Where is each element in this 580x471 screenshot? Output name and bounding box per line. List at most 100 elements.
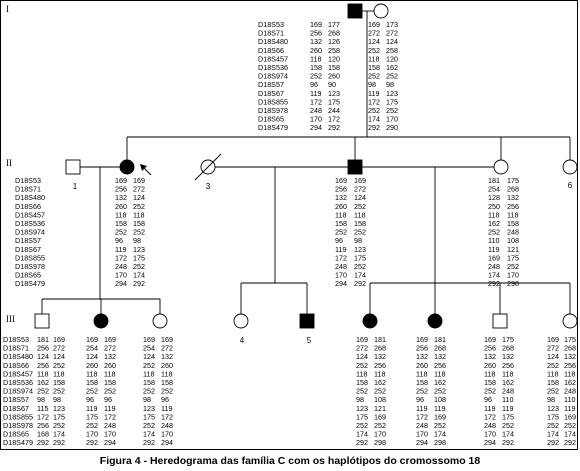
allele-value: 118 <box>368 54 379 63</box>
allele-value: 120 <box>328 54 340 63</box>
allele-value: 119 <box>416 404 427 413</box>
allele-value: 132 <box>161 352 173 361</box>
allele-value: 294 <box>115 279 127 288</box>
allele-value: 170 <box>104 430 116 439</box>
allele-value: 169 <box>368 20 380 29</box>
allele-value: 132 <box>310 37 322 46</box>
allele-value: 158 <box>368 63 380 72</box>
allele-value: 172 <box>161 412 173 421</box>
allele-value: 174 <box>354 271 366 280</box>
marker-label: D18S53 <box>258 20 284 29</box>
allele-value: 172 <box>416 412 428 421</box>
allele-value: 123 <box>328 89 340 98</box>
allele-value: 158 <box>133 219 145 228</box>
allele-value: 181 <box>374 335 386 344</box>
allele-value: 256 <box>37 361 49 370</box>
allele-value: 169 <box>374 412 386 421</box>
allele-value: 124 <box>143 352 155 361</box>
marker-label: D18S66 <box>15 202 41 211</box>
allele-value: 175 <box>143 412 155 421</box>
allele-value: 98 <box>386 80 394 89</box>
marker-label: D18S71 <box>3 344 29 353</box>
allele-value: 252 <box>115 228 127 237</box>
marker-label: D18S479 <box>258 123 288 132</box>
allele-value: 292 <box>53 438 65 447</box>
allele-value: 169 <box>104 335 116 344</box>
allele-value: 268 <box>502 344 514 353</box>
allele-value: 98 <box>368 80 376 89</box>
allele-value: 256 <box>37 344 49 353</box>
allele-value: 124 <box>386 37 398 46</box>
allele-value: 248 <box>115 262 127 271</box>
allele-value: 124 <box>368 37 380 46</box>
allele-value: 256 <box>507 202 519 211</box>
allele-value: 256 <box>310 29 322 38</box>
allele-value: 252 <box>335 228 347 237</box>
marker-label: D18S978 <box>258 106 288 115</box>
allele-value: 119 <box>434 404 445 413</box>
affected-male-symbol <box>347 3 363 19</box>
allele-value: 260 <box>335 202 347 211</box>
allele-value: 110 <box>502 395 513 404</box>
allele-value: 170 <box>335 271 347 280</box>
allele-value: 158 <box>328 63 340 72</box>
allele-value: 162 <box>502 378 514 387</box>
allele-value: 123 <box>356 404 368 413</box>
marker-label: D18S57 <box>15 236 41 245</box>
allele-value: 294 <box>104 438 116 447</box>
allele-value: 250 <box>488 202 500 211</box>
figure-caption: Figura 4 - Heredograma das família C com… <box>99 455 481 467</box>
allele-value: 248 <box>335 262 347 271</box>
marker-label: D18S974 <box>258 72 288 81</box>
allele-value: 252 <box>484 387 496 396</box>
allele-value: 162 <box>374 378 386 387</box>
allele-value: 292 <box>368 123 380 132</box>
allele-value: 169 <box>416 335 428 344</box>
unaffected-male-symbol <box>492 313 508 329</box>
allele-value: 268 <box>564 344 576 353</box>
allele-value: 175 <box>502 335 514 344</box>
unaffected-female-symbol <box>152 313 168 329</box>
marker-label: D18S536 <box>15 219 45 228</box>
allele-value: 174 <box>547 430 559 439</box>
allele-value: 248 <box>507 228 519 237</box>
allele-value: 158 <box>507 219 519 228</box>
marker-label: D18S457 <box>3 369 33 378</box>
allele-value: 292 <box>354 279 366 288</box>
allele-value: 118 <box>374 369 385 378</box>
allele-value: 124 <box>547 352 559 361</box>
allele-value: 252 <box>53 361 65 370</box>
allele-value: 272 <box>354 185 366 194</box>
allele-value: 258 <box>328 46 340 55</box>
allele-value: 175 <box>53 412 65 421</box>
allele-value: 174 <box>502 430 514 439</box>
allele-value: 248 <box>488 262 500 271</box>
allele-value: 108 <box>434 395 446 404</box>
allele-value: 290 <box>386 123 398 132</box>
marker-label: D18S855 <box>258 97 288 106</box>
allele-value: 169 <box>335 176 347 185</box>
individual-number: 3 <box>206 182 211 191</box>
marker-label: D18S974 <box>3 387 33 396</box>
allele-value: 248 <box>416 421 428 430</box>
marker-label: D18S66 <box>258 46 284 55</box>
allele-value: 118 <box>507 210 518 219</box>
allele-value: 181 <box>37 335 49 344</box>
allele-value: 119 <box>335 245 346 254</box>
allele-value: 96 <box>104 395 112 404</box>
allele-value: 118 <box>310 54 321 63</box>
allele-value: 177 <box>328 20 340 29</box>
deceased-slash <box>194 153 222 181</box>
allele-value: 175 <box>507 176 519 185</box>
allele-value: 170 <box>310 115 322 124</box>
allele-value: 158 <box>53 378 65 387</box>
allele-value: 124 <box>86 352 98 361</box>
allele-value: 169 <box>547 335 559 344</box>
allele-value: 298 <box>507 279 519 288</box>
allele-value: 268 <box>434 344 446 353</box>
allele-value: 162 <box>37 378 49 387</box>
marker-label: D18S65 <box>3 430 29 439</box>
allele-value: 169 <box>434 412 446 421</box>
allele-value: 252 <box>104 387 116 396</box>
